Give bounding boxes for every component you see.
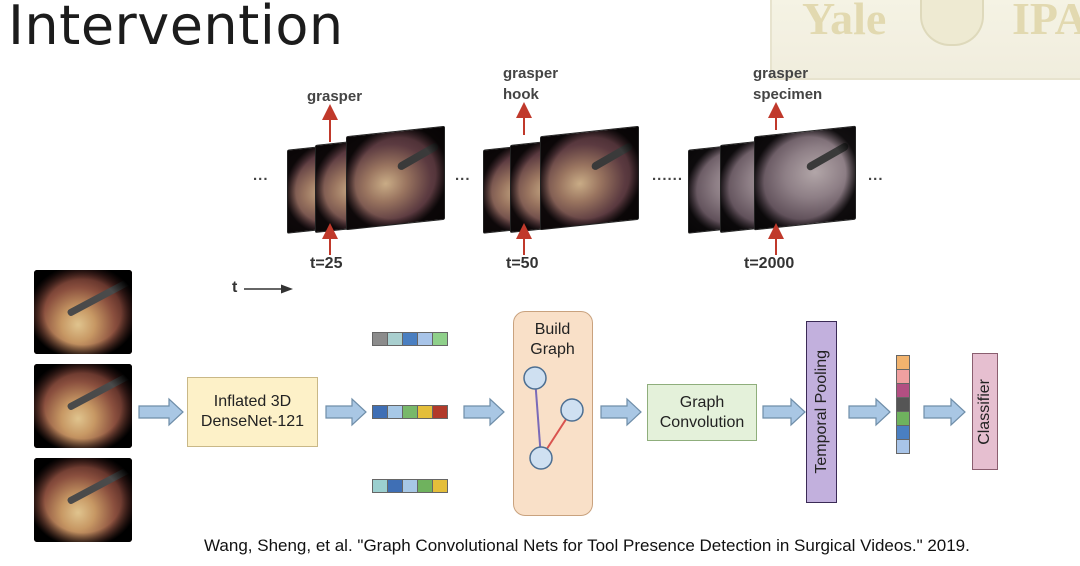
- input-frame-2: [34, 364, 132, 448]
- time-label-t50: t=50: [506, 255, 539, 272]
- ellipsis-4: ...: [868, 167, 884, 184]
- ellipsis-3: ......: [652, 167, 684, 184]
- page-title: Intervention: [8, 0, 344, 57]
- yale-logo: Yale IPA: [770, 0, 1080, 80]
- tool-label-text: grasper: [503, 65, 559, 82]
- time-label-t2000: t=2000: [744, 255, 795, 272]
- ellipsis-1: ...: [253, 167, 269, 184]
- logo-text-yale: Yale: [802, 0, 887, 44]
- tool-label-group1: grasper: [307, 86, 362, 107]
- feature-vector-middle: [372, 405, 448, 419]
- classifier-box: Classifier: [972, 353, 998, 470]
- build-graph-label: Build Graph: [530, 321, 575, 358]
- tool-label-text: specimen: [753, 86, 823, 103]
- ellipsis-2: ...: [455, 167, 471, 184]
- time-label-t25: t=25: [310, 255, 343, 272]
- graph-convolution-box: Graph Convolution: [647, 384, 757, 441]
- block-arrow-3: [463, 397, 505, 427]
- block-arrow-1: [138, 397, 184, 427]
- input-frame-1: [34, 270, 132, 354]
- densenet-label: Inflated 3D DenseNet-121: [200, 393, 305, 430]
- logo-text-ipa: IPA: [1012, 0, 1080, 44]
- tool-label-group2: grasper hook: [503, 63, 558, 105]
- tool-label-text: hook: [503, 86, 539, 103]
- pooled-feature-vector: [896, 355, 910, 454]
- block-arrow-6: [848, 397, 891, 427]
- block-arrows: [138, 397, 966, 427]
- citation: Wang, Sheng, et al. "Graph Convolutional…: [204, 536, 970, 555]
- feature-vector-bottom: [372, 479, 448, 493]
- block-arrow-5: [762, 397, 806, 427]
- tool-label-text: grasper: [753, 65, 809, 82]
- densenet-box: Inflated 3D DenseNet-121: [187, 377, 318, 447]
- feature-vector-top: [372, 332, 448, 346]
- block-arrow-2: [325, 397, 367, 427]
- block-arrow-7: [923, 397, 966, 427]
- input-frame-3: [34, 458, 132, 542]
- tool-label-text: grasper: [307, 88, 363, 105]
- graph-convolution-label: Graph Convolution: [659, 393, 745, 431]
- temporal-pooling-box: Temporal Pooling: [806, 321, 837, 503]
- shield-icon: [920, 0, 984, 46]
- graph-nodes: [523, 366, 584, 470]
- tool-label-group3: grasper specimen: [753, 63, 822, 105]
- block-arrow-4: [600, 397, 642, 427]
- time-axis-label: t: [232, 279, 238, 296]
